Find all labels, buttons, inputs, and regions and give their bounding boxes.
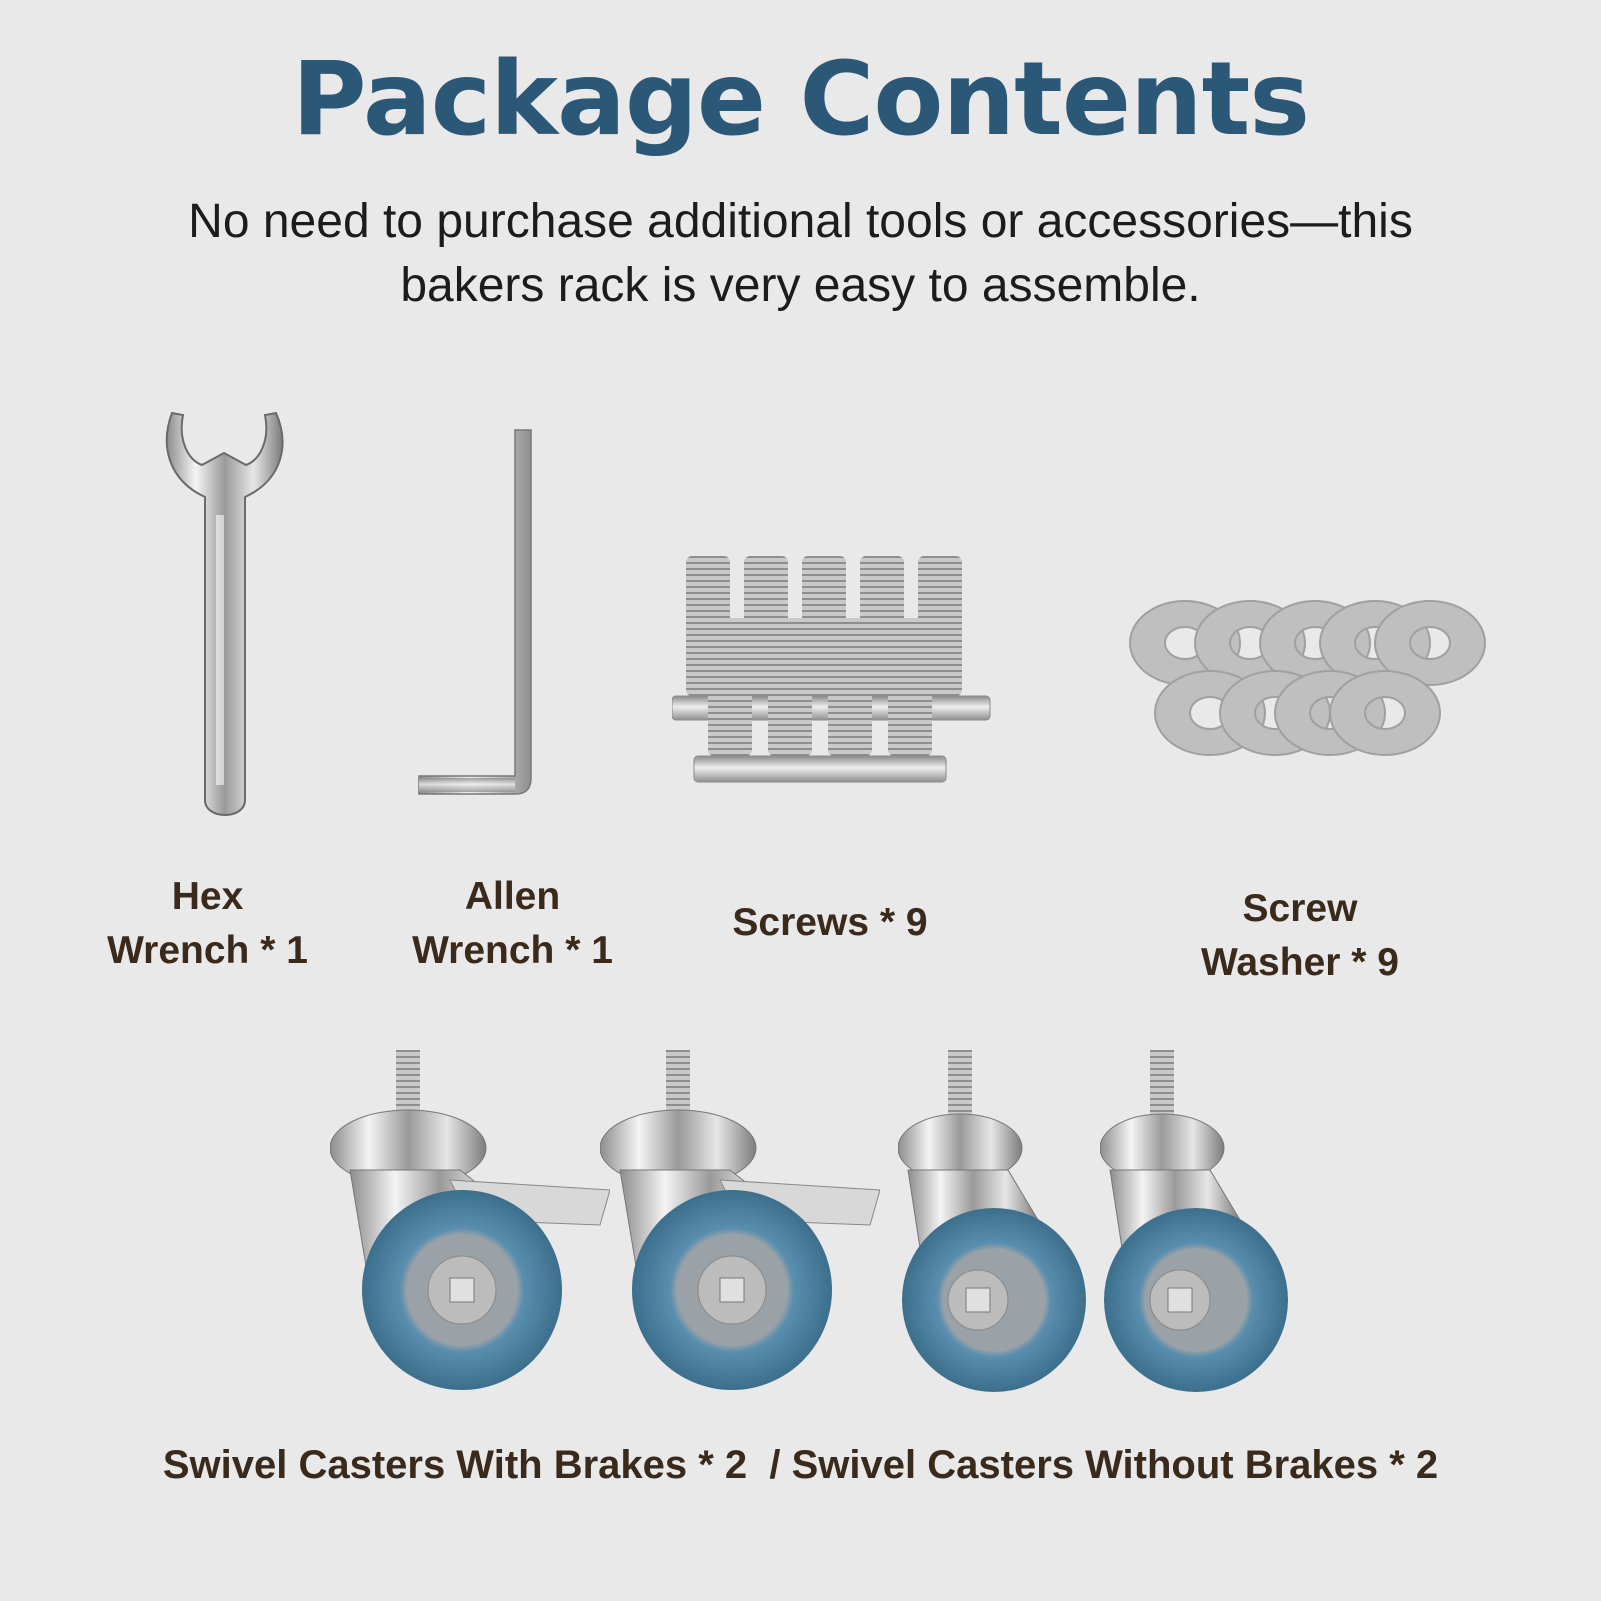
screws-icon xyxy=(672,556,991,783)
hex-wrench-icon xyxy=(165,411,284,816)
washers-label: Screw Washer * 9 xyxy=(1145,882,1455,990)
washers-icon xyxy=(1128,600,1487,756)
screws-label: Screws * 9 xyxy=(732,901,928,944)
allen-wrench-label: Allen Wrench * 1 xyxy=(385,870,640,978)
caster-without-brake-icon xyxy=(1100,1050,1288,1392)
caster-with-brake-icon xyxy=(600,1050,880,1390)
allen-wrench-label-line1: Allen xyxy=(464,875,561,918)
page-title: Package Contents xyxy=(291,40,1310,159)
washers-label-line2: Washer * 9 xyxy=(1201,941,1399,984)
subtitle-line-2: bakers rack is very easy to assemble. xyxy=(400,259,1201,312)
caster-with-brake-icon xyxy=(330,1050,610,1390)
hex-wrench-label-line2: Wrench * 1 xyxy=(107,929,308,972)
caster-without-brake-icon xyxy=(898,1050,1086,1392)
washers-label-line1: Screw xyxy=(1242,887,1358,930)
subtitle-line-1: No need to purchase additional tools or … xyxy=(188,195,1413,248)
casters-label: Swivel Casters With Brakes * 2 / Swivel … xyxy=(162,1443,1439,1487)
allen-wrench-label-line2: Wrench * 1 xyxy=(412,929,613,972)
hex-wrench-label: Hex Wrench * 1 xyxy=(80,870,335,978)
hex-wrench-label-line1: Hex xyxy=(171,875,244,918)
allen-wrench-icon xyxy=(418,429,532,795)
